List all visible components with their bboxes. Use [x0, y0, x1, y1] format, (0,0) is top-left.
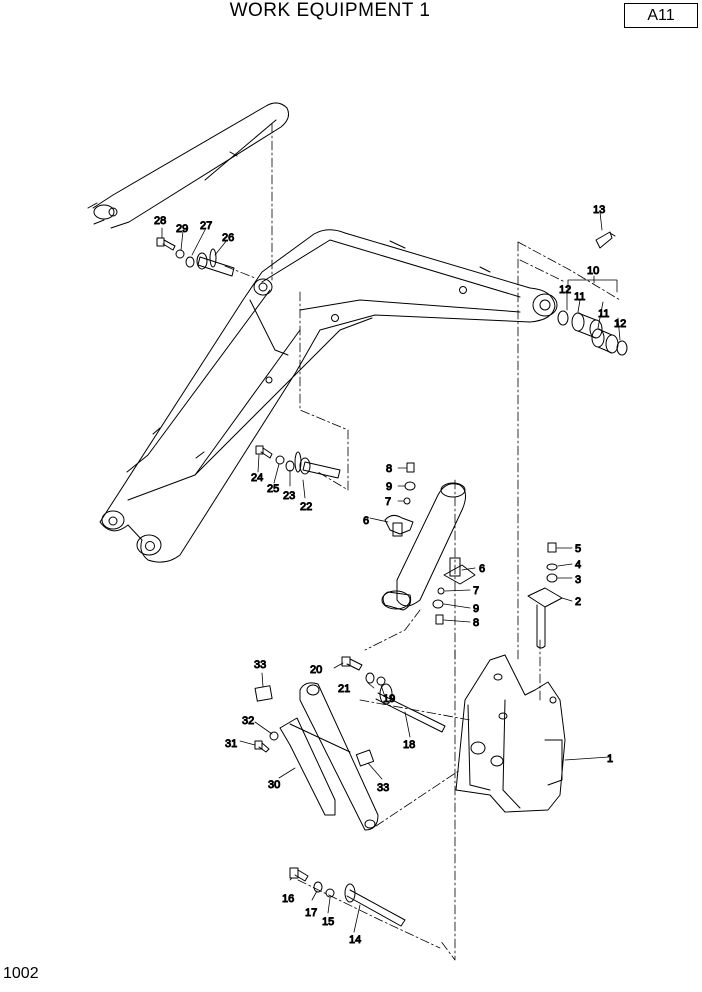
washer-4 — [546, 563, 558, 571]
callout-31: 31 — [225, 738, 237, 750]
callout-21: 21 — [338, 683, 350, 695]
callout-3: 3 — [575, 574, 581, 586]
link — [299, 682, 379, 831]
callout-32: 32 — [242, 715, 254, 727]
callout-7-upper: 7 — [385, 496, 391, 508]
callout-12-left: 12 — [559, 284, 571, 296]
washer-19 — [376, 676, 386, 686]
washer-9-upper — [404, 481, 416, 491]
washer-21 — [365, 672, 375, 684]
assembly-centerlines — [224, 123, 621, 961]
seal-12-right — [616, 340, 628, 356]
page-title: WORK EQUIPMENT 1 — [229, 0, 431, 21]
callout-23: 23 — [283, 490, 295, 502]
bracket-10 — [567, 279, 618, 293]
section-code: A11 — [624, 3, 698, 28]
bucket-cylinder-pin — [294, 451, 341, 479]
bolt-31 — [254, 740, 270, 753]
washer-23 — [285, 460, 295, 472]
callout-6-upper: 6 — [363, 515, 369, 527]
callout-8-upper: 8 — [386, 463, 392, 475]
callout-5: 5 — [575, 543, 581, 555]
callout-29: 29 — [176, 223, 188, 235]
callout-33-upper: 33 — [254, 659, 266, 671]
fitting-7-lower — [437, 587, 445, 595]
callout-labels: 1 2 3 4 5 6 6 7 7 8 8 9 9 10 11 11 12 12… — [154, 204, 627, 947]
bushing-11-right — [591, 328, 619, 354]
callout-25: 25 — [267, 483, 279, 495]
callout-19: 19 — [383, 693, 395, 705]
bolt-24 — [255, 445, 273, 459]
pin-2 — [527, 587, 563, 649]
pin-6-lower — [443, 557, 476, 585]
callout-4: 4 — [575, 559, 581, 571]
washer-29 — [175, 249, 185, 259]
callout-18: 18 — [403, 739, 415, 751]
bolt-5 — [547, 542, 557, 553]
callout-22: 22 — [300, 501, 312, 513]
boom-cylinder — [87, 102, 289, 229]
boom — [99, 229, 558, 563]
callout-16: 16 — [282, 893, 294, 905]
washer-17 — [313, 881, 323, 893]
callout-6-lower: 6 — [479, 563, 485, 575]
callout-20: 20 — [310, 664, 322, 676]
callout-26: 26 — [222, 232, 234, 244]
pin-14 — [344, 883, 406, 927]
callout-9-upper: 9 — [386, 481, 392, 493]
callout-12-right: 12 — [614, 318, 626, 330]
callout-11-left: 11 — [574, 291, 585, 303]
callout-13: 13 — [593, 204, 605, 216]
callout-17: 17 — [305, 907, 317, 919]
bolt-8-lower — [435, 614, 444, 625]
callout-10: 10 — [587, 265, 599, 277]
bolt-8-upper — [406, 462, 415, 473]
washer-9-lower — [432, 599, 444, 609]
pin-18 — [375, 683, 446, 733]
guard-plate-30 — [279, 717, 351, 816]
washer-27 — [185, 256, 195, 268]
callout-11-right: 11 — [598, 308, 609, 320]
callout-9-lower: 9 — [473, 603, 479, 615]
callout-33-lower: 33 — [377, 782, 389, 794]
bolt-28 — [156, 237, 176, 251]
bolt-20 — [341, 656, 363, 671]
washer-15 — [325, 888, 335, 898]
arm-bracket — [455, 654, 566, 813]
seal-12-left — [557, 310, 569, 326]
callout-8-lower: 8 — [473, 617, 479, 629]
leader-lines — [161, 211, 621, 933]
callout-27: 27 — [200, 220, 212, 232]
bushing-11-left — [571, 312, 603, 339]
bucket-cylinder — [381, 482, 466, 611]
washer-3 — [546, 573, 558, 583]
page-number: 1002 — [3, 965, 39, 982]
fitting-7-upper — [403, 497, 411, 505]
boom-cylinder-pin — [196, 248, 235, 277]
callout-7-lower: 7 — [473, 585, 479, 597]
callout-1: 1 — [607, 753, 613, 765]
grease-fitting-13 — [595, 231, 616, 249]
callout-2: 2 — [575, 596, 581, 608]
callout-30: 30 — [268, 779, 280, 791]
callout-15: 15 — [322, 916, 334, 928]
pin-6-upper — [384, 514, 414, 537]
callout-28: 28 — [154, 215, 166, 227]
pad-33-lower — [355, 749, 375, 767]
bolt-16 — [289, 867, 309, 882]
callout-24: 24 — [251, 472, 263, 484]
washer-25 — [275, 455, 285, 465]
washer-32 — [269, 731, 279, 741]
callout-14: 14 — [349, 934, 361, 946]
pad-33-upper — [254, 685, 273, 702]
